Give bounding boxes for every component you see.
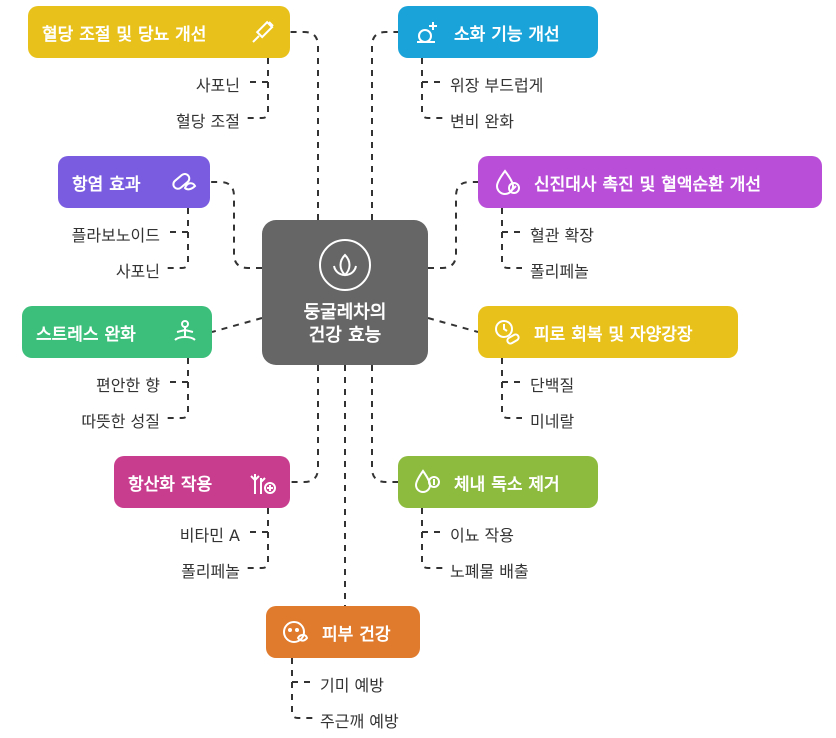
center-title-line2: 건강 효능 <box>308 324 382 346</box>
snail-health-icon <box>412 17 442 47</box>
topic-metabolism: 신진대사 촉진 및 혈액순환 개선 <box>478 156 822 208</box>
leaf-item: 사포닌 <box>195 76 240 95</box>
topic-stress-relief: 스트레스 완화 <box>22 306 212 358</box>
topic-label: 항염 효과 <box>72 174 141 195</box>
leaf-item: 폴리페놀 <box>181 562 240 581</box>
leaf-item: 혈관 확장 <box>530 226 594 245</box>
topic-skin-health: 피부 건강 <box>266 606 420 658</box>
leaf-item: 플라보노이드 <box>71 226 160 245</box>
center-title-line1: 둥굴레차의 <box>303 301 387 323</box>
topic-label: 스트레스 완화 <box>36 324 136 345</box>
topic-label: 피로 회복 및 자양강장 <box>534 324 693 345</box>
meditation-icon <box>170 317 200 347</box>
topic-label: 피부 건강 <box>322 624 391 645</box>
topic-blood-sugar: 혈당 조절 및 당뇨 개선 <box>28 6 290 58</box>
topic-antioxidant: 항산화 작용 <box>114 456 290 508</box>
leaf-item: 미네랄 <box>530 412 575 431</box>
drop-percent-icon <box>492 167 522 197</box>
leaf-item: 따뜻한 성질 <box>81 412 160 431</box>
topic-anti-inflammatory: 항염 효과 <box>58 156 210 208</box>
topic-label: 소화 기능 개선 <box>454 24 560 45</box>
center-topic: 둥굴레차의 건강 효능 <box>262 220 428 365</box>
topic-detox: 체내 독소 제거 <box>398 456 598 508</box>
lotus-leaf-icon <box>319 238 371 291</box>
clock-pill-icon <box>492 317 522 347</box>
leaf-item: 혈당 조절 <box>176 112 240 131</box>
topic-label: 혈당 조절 및 당뇨 개선 <box>42 24 207 45</box>
topic-label: 항산화 작용 <box>128 474 213 495</box>
pill-leaf-icon <box>168 167 198 197</box>
leaf-item: 이뇨 작용 <box>450 526 514 545</box>
topic-digestion: 소화 기능 개선 <box>398 6 598 58</box>
leaf-item: 변비 완화 <box>450 112 514 131</box>
topic-fatigue-recovery: 피로 회복 및 자양강장 <box>478 306 738 358</box>
leaf-item: 노폐물 배출 <box>450 562 529 581</box>
leaf-item: 사포닌 <box>115 262 160 281</box>
leaf-item: 비타민 A <box>179 526 240 545</box>
leaf-item: 기미 예방 <box>320 676 384 695</box>
topic-label: 신진대사 촉진 및 혈액순환 개선 <box>534 174 761 195</box>
leaf-item: 편안한 향 <box>96 376 160 395</box>
drop-detox-icon <box>412 467 442 497</box>
syringe-icon <box>248 17 278 47</box>
leaf-item: 폴리페놀 <box>530 262 589 281</box>
leaf-item: 주근깨 예방 <box>320 712 399 731</box>
leaf-item: 단백질 <box>530 376 575 395</box>
plant-plus-icon <box>248 467 278 497</box>
face-leaf-icon <box>280 617 310 647</box>
leaf-item: 위장 부드럽게 <box>450 76 544 95</box>
topic-label: 체내 독소 제거 <box>454 474 560 495</box>
